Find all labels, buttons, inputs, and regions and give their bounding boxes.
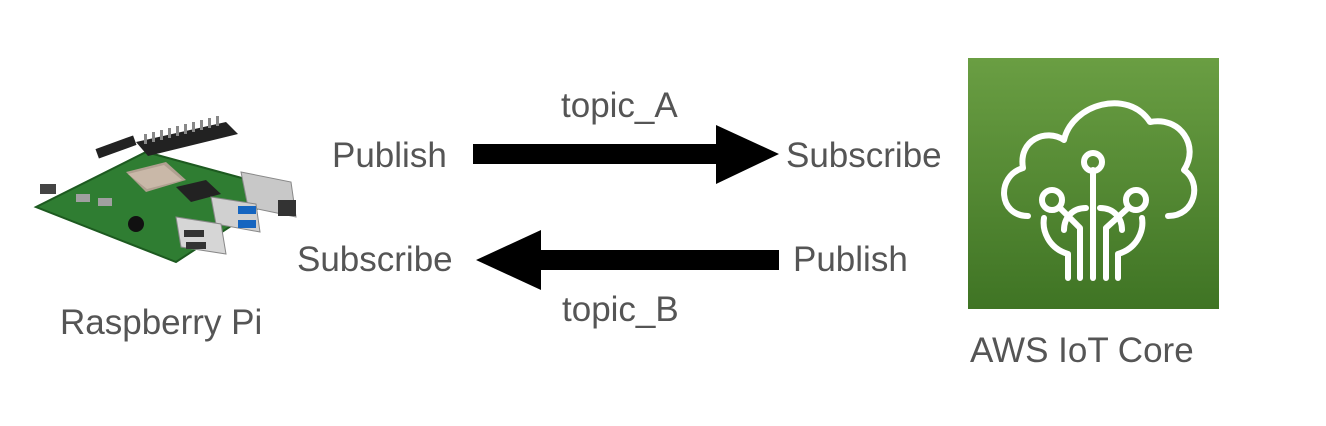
publish-label-aws: Publish <box>793 240 908 279</box>
publish-label-pi: Publish <box>332 136 447 175</box>
raspberry-pi-label: Raspberry Pi <box>60 303 263 342</box>
subscribe-label-aws: Subscribe <box>786 136 942 175</box>
aws-iot-core-icon <box>968 58 1219 309</box>
aws-iot-core-label: AWS IoT Core <box>970 331 1194 370</box>
topic-a-label: topic_A <box>561 86 678 125</box>
arrow-aws-to-pi <box>476 230 779 290</box>
topic-b-label: topic_B <box>562 290 679 329</box>
subscribe-label-pi: Subscribe <box>297 240 453 279</box>
arrow-pi-to-aws <box>473 125 779 184</box>
raspberry-pi-board-image <box>33 116 297 264</box>
